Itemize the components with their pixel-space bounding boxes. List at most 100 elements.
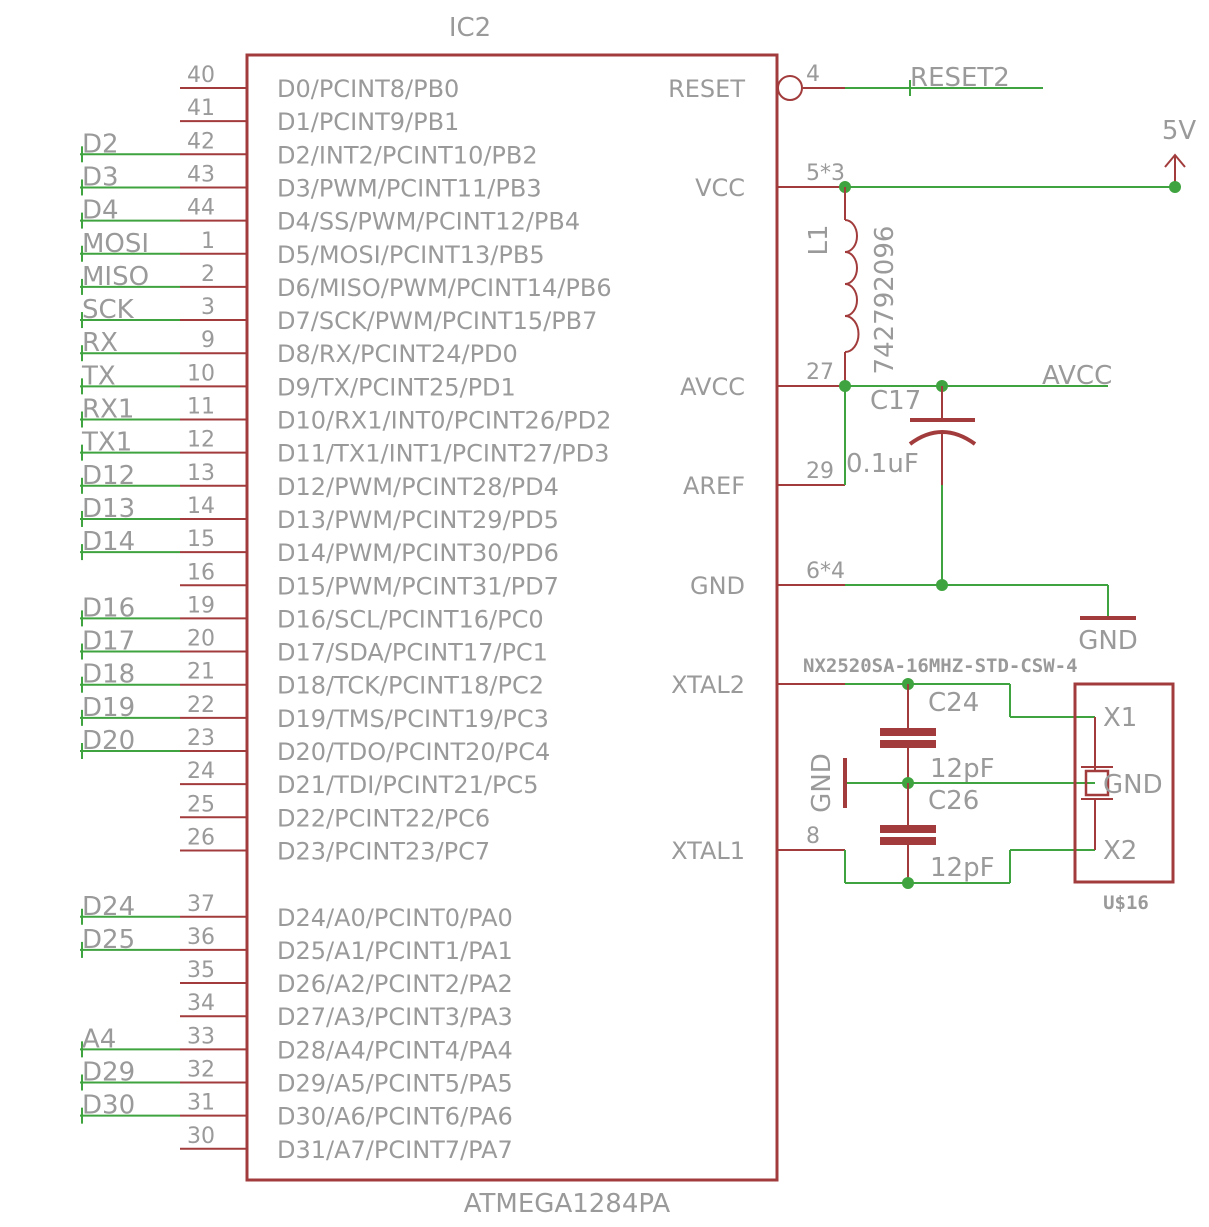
pin-number: 41: [187, 96, 215, 121]
pin-number: 13: [187, 461, 215, 486]
inductor-l1: L1 742792096: [804, 187, 900, 386]
net-label: MISO: [82, 262, 149, 292]
pin-name: D5/MOSI/PCINT13/PB5: [277, 241, 545, 269]
pin-name: D3/PWM/PCINT11/PB3: [277, 174, 542, 202]
c26-ref-label: C26: [928, 786, 979, 816]
capacitor-c26: C26 12pF: [880, 783, 995, 883]
pin-name-reset: RESET: [668, 75, 745, 103]
ic-right-pins: RESET VCC AVCC AREF GND XTAL2 XTAL1 4 5*…: [668, 62, 845, 865]
crystal-pin-x1: X1: [1103, 703, 1137, 733]
net-label: D17: [82, 627, 135, 657]
ic-value-label: ATMEGA1284PA: [464, 1189, 671, 1219]
net-label-avcc: AVCC: [1042, 361, 1112, 391]
pin-name: D21/TDI/PCINT21/PC5: [277, 771, 538, 799]
crystal-pin-gnd: GND: [1103, 770, 1163, 800]
net-label: D20: [82, 726, 135, 756]
pin-number: 30: [187, 1124, 215, 1149]
net-label: D30: [82, 1091, 135, 1121]
pin-num-xtal1: 8: [806, 824, 820, 849]
pin-reset-inversion-circle: [777, 75, 803, 101]
pin-name: D30/A6/PCINT6/PA6: [277, 1103, 513, 1131]
inductor-ref-label: L1: [804, 224, 834, 255]
pin-number: 26: [187, 825, 215, 850]
pin-number: 11: [187, 395, 215, 420]
pin-name: D28/A4/PCINT4/PA4: [277, 1036, 513, 1064]
crystal-body: [1073, 682, 1175, 884]
pin-number: 19: [187, 593, 215, 618]
pin-number: 21: [187, 660, 215, 685]
pin-num-vcc: 5*3: [806, 161, 845, 186]
crystal-element: [1084, 769, 1110, 797]
pin-number: 35: [187, 958, 215, 983]
net-label: D29: [82, 1058, 135, 1088]
pin-number: 40: [187, 63, 215, 88]
pin-name: D16/SCL/PCINT16/PC0: [277, 605, 544, 633]
pin-name: D8/RX/PCINT24/PD0: [277, 340, 518, 368]
net-label: D14: [82, 527, 135, 557]
c26-plate-top: [880, 825, 936, 833]
net-label: D3: [82, 162, 119, 192]
pin-name: D23/PCINT23/PC7: [277, 837, 490, 865]
pin-name-gnd: GND: [690, 572, 745, 600]
pin-name: D27/A3/PCINT3/PA3: [277, 1003, 513, 1031]
capacitor-c17: C17 0.1uF: [846, 386, 977, 485]
pin-number: 31: [187, 1091, 215, 1116]
c26-plate-bottom: [880, 837, 936, 845]
net-label: D24: [82, 892, 135, 922]
pin-number: 42: [187, 129, 215, 154]
net-label: D12: [82, 461, 135, 491]
pin-number: 33: [187, 1024, 215, 1049]
net-label: D19: [82, 693, 135, 723]
junction-5v: [1169, 181, 1181, 193]
pin-name: D22/PCINT22/PC6: [277, 804, 490, 832]
c26-value-label: 12pF: [930, 853, 995, 883]
ic-ref-label: IC2: [449, 13, 491, 43]
pin-number: 15: [187, 527, 215, 552]
net-label: MOSI: [82, 229, 149, 259]
net-label-gnd-caps: GND: [807, 753, 837, 813]
pin-name: D25/A1/PCINT1/PA1: [277, 937, 513, 965]
capacitor-c24: C24 12pF: [880, 684, 995, 784]
c24-plate-bottom: [880, 740, 936, 748]
net-label-reset2: RESET2: [910, 63, 1010, 93]
inductor-coil: [844, 219, 860, 353]
pin-name-aref: AREF: [683, 472, 745, 500]
pin-name-xtal2: XTAL2: [671, 671, 745, 699]
net-label: D18: [82, 660, 135, 690]
pin-name: D10/RX1/INT0/PCINT26/PD2: [277, 407, 611, 435]
pin-number: 43: [187, 162, 215, 187]
pin-name: D14/PWM/PCINT30/PD6: [277, 539, 559, 567]
net-label: D13: [82, 494, 135, 524]
pin-number: 36: [187, 925, 215, 950]
pin-num-reset: 4: [806, 62, 820, 87]
pin-name: D4/SS/PWM/PCINT12/PB4: [277, 208, 580, 236]
pin-number: 14: [187, 494, 215, 519]
pin-name: D7/SCK/PWM/PCINT15/PB7: [277, 307, 597, 335]
pin-number: 22: [187, 693, 215, 718]
pin-number: 2: [201, 262, 215, 287]
pin-name: D29/A5/PCINT5/PA5: [277, 1070, 513, 1098]
pin-name: D12/PWM/PCINT28/PD4: [277, 473, 559, 501]
net-label: RX: [82, 328, 118, 358]
crystal-pin-x2: X2: [1103, 836, 1137, 866]
net-label: SCK: [82, 295, 135, 325]
pin-number: 1: [201, 229, 215, 254]
pin-number: 10: [187, 361, 215, 386]
net-label: TX1: [81, 428, 132, 458]
pin-number: 3: [201, 295, 215, 320]
net-label-5v: 5V: [1162, 116, 1197, 146]
c24-ref-label: C24: [928, 688, 979, 718]
crystal-value-label: NX2520SA-16MHZ-STD-CSW-4: [803, 655, 1078, 677]
pin-number: 34: [187, 991, 215, 1016]
c17-ref-label: C17: [870, 386, 921, 416]
net-label: D4: [82, 196, 119, 226]
pin-number: 12: [187, 428, 215, 453]
pin-name: D26/A2/PCINT2/PA2: [277, 970, 513, 998]
net-label: D25: [82, 925, 135, 955]
pin-name: D17/SDA/PCINT17/PC1: [277, 639, 548, 667]
c24-value-label: 12pF: [930, 754, 995, 784]
net-label: RX1: [82, 395, 134, 425]
pin-name: D31/A7/PCINT7/PA7: [277, 1136, 513, 1164]
